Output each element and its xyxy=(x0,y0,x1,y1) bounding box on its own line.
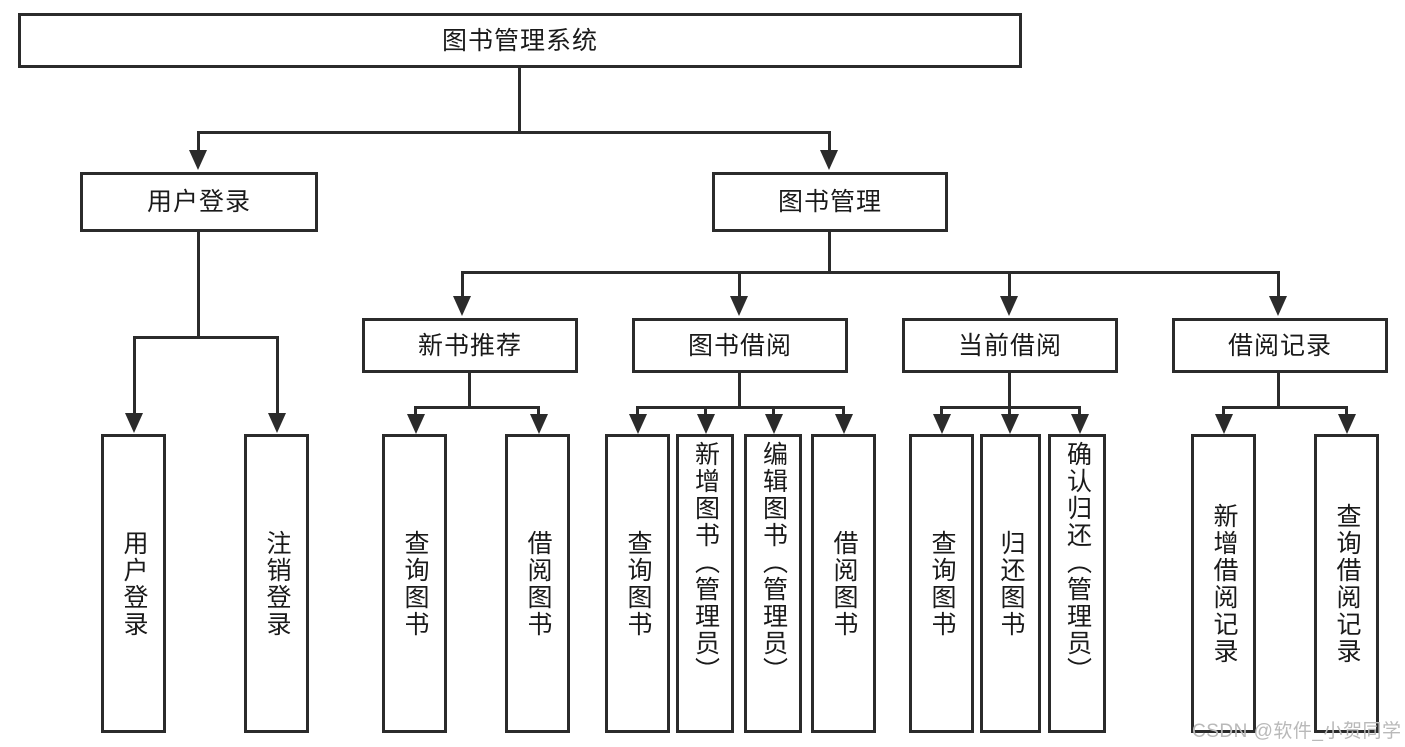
node-label: 新书推荐 xyxy=(417,331,522,360)
leaf-label: 确认归还（管理员） xyxy=(1063,441,1092,684)
leaf-logout[interactable]: 注销登录 xyxy=(244,434,309,733)
node-root-book-management-system[interactable]: 图书管理系统 xyxy=(18,13,1022,68)
connector-bm-to-current-borrow xyxy=(1008,271,1011,299)
leaf-borrow-book-nbr[interactable]: 借阅图书 xyxy=(505,434,570,733)
connector-br-to-leaf-1 xyxy=(1222,406,1225,418)
connector-cb-to-leaf-2 xyxy=(1008,406,1011,418)
leaf-query-book-nbr[interactable]: 查询图书 xyxy=(382,434,447,733)
connector-user-login-to-leaf-1 xyxy=(133,336,136,416)
arrow-bm-to-borrow-record xyxy=(1269,296,1287,316)
node-current-borrow[interactable]: 当前借阅 xyxy=(902,318,1118,373)
connector-bm-to-borrow-record xyxy=(1277,271,1280,299)
leaf-label: 查询借阅记录 xyxy=(1333,502,1361,665)
connector-bb-to-leaf-4 xyxy=(842,406,845,418)
node-new-book-recommend[interactable]: 新书推荐 xyxy=(362,318,578,373)
connector-nbr-bus xyxy=(414,406,540,409)
arrow-bb-to-leaf-2 xyxy=(697,414,715,434)
connector-root-to-book-management xyxy=(828,131,831,153)
arrow-br-to-leaf-1 xyxy=(1215,414,1233,434)
connector-user-login-bus xyxy=(133,336,279,339)
node-label: 借阅记录 xyxy=(1227,331,1332,360)
node-label: 用户登录 xyxy=(146,188,251,216)
arrow-user-login-to-leaf-1 xyxy=(125,413,143,433)
connector-cb-stem xyxy=(1008,373,1011,406)
arrow-root-to-user-login xyxy=(189,150,207,170)
arrow-bb-to-leaf-3 xyxy=(765,414,783,434)
leaf-label: 新增图书（管理员） xyxy=(691,441,720,684)
leaf-query-borrow-record[interactable]: 查询借阅记录 xyxy=(1314,434,1379,733)
leaf-return-book[interactable]: 归还图书 xyxy=(980,434,1041,733)
connector-bb-bus xyxy=(636,406,845,409)
connector-bb-to-leaf-1 xyxy=(636,406,639,418)
leaf-query-book-bb[interactable]: 查询图书 xyxy=(605,434,670,733)
node-book-management[interactable]: 图书管理 xyxy=(712,172,948,232)
arrow-bb-to-leaf-4 xyxy=(835,414,853,434)
connector-root-to-user-login xyxy=(197,131,200,153)
node-book-borrow[interactable]: 图书借阅 xyxy=(632,318,848,373)
arrow-nbr-to-leaf-2 xyxy=(530,414,548,434)
node-label: 当前借阅 xyxy=(957,331,1062,360)
connector-bb-to-leaf-3 xyxy=(772,406,775,418)
leaf-label: 查询图书 xyxy=(928,529,956,638)
connector-book-management-bus xyxy=(461,271,1280,274)
leaf-confirm-return-admin[interactable]: 确认归还（管理员） xyxy=(1048,434,1106,733)
leaf-user-login[interactable]: 用户登录 xyxy=(101,434,166,733)
connector-bb-to-leaf-2 xyxy=(704,406,707,418)
leaf-label: 注销登录 xyxy=(263,529,291,638)
connector-br-to-leaf-2 xyxy=(1345,406,1348,418)
connector-bb-stem xyxy=(738,373,741,406)
leaf-label: 借阅图书 xyxy=(524,529,552,638)
connector-bm-to-new-book xyxy=(461,271,464,299)
leaf-label: 编辑图书（管理员） xyxy=(759,441,788,684)
node-borrow-record[interactable]: 借阅记录 xyxy=(1172,318,1388,373)
connector-cb-to-leaf-3 xyxy=(1078,406,1081,418)
arrow-bm-to-book-borrow xyxy=(730,296,748,316)
connector-user-login-stem xyxy=(197,232,200,336)
arrow-cb-to-leaf-3 xyxy=(1071,414,1089,434)
node-label: 图书借阅 xyxy=(687,331,792,360)
arrow-cb-to-leaf-1 xyxy=(933,414,951,434)
connector-root-stem xyxy=(518,68,521,131)
arrow-bm-to-new-book xyxy=(453,296,471,316)
leaf-add-borrow-record[interactable]: 新增借阅记录 xyxy=(1191,434,1256,733)
leaf-edit-book-admin[interactable]: 编辑图书（管理员） xyxy=(744,434,802,733)
leaf-label: 查询图书 xyxy=(624,529,652,638)
leaf-borrow-book-bb[interactable]: 借阅图书 xyxy=(811,434,876,733)
connector-root-bus xyxy=(197,131,831,134)
connector-user-login-to-leaf-2 xyxy=(276,336,279,416)
leaf-add-book-admin[interactable]: 新增图书（管理员） xyxy=(676,434,734,733)
csdn-watermark: CSDN @软件_小贺同学 xyxy=(1192,721,1402,742)
connector-br-bus xyxy=(1222,406,1348,409)
node-user-login[interactable]: 用户登录 xyxy=(80,172,318,232)
connector-cb-to-leaf-1 xyxy=(940,406,943,418)
arrow-root-to-book-management xyxy=(820,150,838,170)
connector-nbr-to-leaf-1 xyxy=(414,406,417,418)
leaf-label: 用户登录 xyxy=(120,529,148,638)
leaf-label: 归还图书 xyxy=(997,529,1025,638)
arrow-nbr-to-leaf-1 xyxy=(407,414,425,434)
connector-bm-to-book-borrow xyxy=(738,271,741,299)
leaf-label: 新增借阅记录 xyxy=(1210,502,1238,665)
arrow-cb-to-leaf-2 xyxy=(1001,414,1019,434)
arrow-br-to-leaf-2 xyxy=(1338,414,1356,434)
arrow-bb-to-leaf-1 xyxy=(629,414,647,434)
connector-nbr-stem xyxy=(468,373,471,406)
leaf-query-book-cb[interactable]: 查询图书 xyxy=(909,434,974,733)
leaf-label: 查询图书 xyxy=(401,529,429,638)
arrow-bm-to-current-borrow xyxy=(1000,296,1018,316)
arrow-user-login-to-leaf-2 xyxy=(268,413,286,433)
connector-nbr-to-leaf-2 xyxy=(537,406,540,418)
connector-book-management-stem xyxy=(828,232,831,271)
connector-br-stem xyxy=(1277,373,1280,406)
node-label: 图书管理系统 xyxy=(441,26,598,55)
leaf-label: 借阅图书 xyxy=(830,529,858,638)
node-label: 图书管理 xyxy=(777,188,882,216)
